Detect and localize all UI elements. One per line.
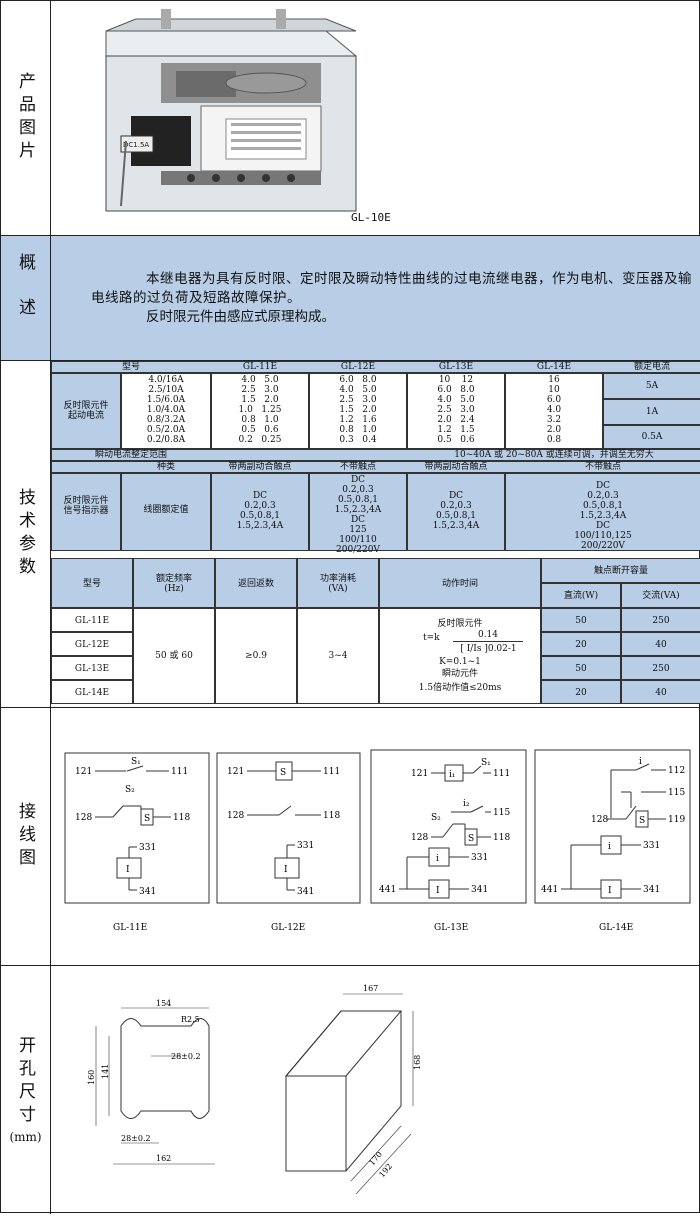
section-label-cutout: 开孔尺寸 (mm) xyxy=(1,966,51,1214)
section-label-tech: 技术参数 xyxy=(1,361,51,707)
svg-text:121: 121 xyxy=(75,767,92,777)
relay-photo: DC1.5A xyxy=(105,9,357,212)
svg-text:111: 111 xyxy=(493,769,510,779)
svg-text:331: 331 xyxy=(139,843,156,853)
svg-text:119: 119 xyxy=(668,815,685,825)
svg-text:R2.5: R2.5 xyxy=(181,1015,200,1024)
overview-paragraph-2: 反时限元件由感应式原理构成。 xyxy=(146,309,335,325)
svg-text:167: 167 xyxy=(363,984,378,993)
svg-text:115: 115 xyxy=(668,788,685,798)
svg-text:141: 141 xyxy=(101,1064,110,1079)
svg-text:i₂: i₂ xyxy=(463,799,470,809)
photo-panel: DC1.5A GL-10E xyxy=(51,1,700,235)
cutout-row: 开孔尺寸 (mm) 154 R2.5 28±0.2 160 141 xyxy=(1,966,700,1214)
wiring-diagram-gl11e: 121 111 S₁ S₂ 128 S 118 331 I 341 xyxy=(64,752,210,904)
svg-text:331: 331 xyxy=(471,853,488,863)
cutout-panel: 154 R2.5 28±0.2 160 141 28±0.2 162 xyxy=(51,966,700,1214)
svg-text:S: S xyxy=(280,768,286,778)
caption-gl11e: GL-11E xyxy=(113,923,147,933)
caption-gl14e: GL-14E xyxy=(599,923,633,933)
svg-text:I: I xyxy=(608,886,612,896)
wiring-diagram-gl13e: 121 i₁ S₁ 111 i₂ 115 S₂ 128 S 118 i xyxy=(370,749,527,904)
svg-text:170: 170 xyxy=(367,1150,384,1167)
svg-text:S: S xyxy=(144,814,150,824)
svg-text:I: I xyxy=(126,865,130,875)
svg-text:128: 128 xyxy=(591,815,608,825)
svg-text:DC1.5A: DC1.5A xyxy=(123,141,149,149)
photo-row: 产品图片 DC1.5A xyxy=(1,1,700,236)
wiring-diagrams: 121 111 S₁ S₂ 128 S 118 331 I 341 xyxy=(64,749,691,933)
svg-text:128: 128 xyxy=(227,811,244,821)
svg-text:341: 341 xyxy=(643,885,660,895)
svg-text:i: i xyxy=(608,842,611,852)
svg-text:168: 168 xyxy=(413,1055,422,1070)
svg-text:115: 115 xyxy=(493,808,510,818)
wiring-panel: 121 111 S₁ S₂ 128 S 118 331 I 341 xyxy=(51,708,700,965)
photo-caption: GL-10E xyxy=(351,211,391,224)
wiring-diagram-gl12e: 121 S 111 128 118 331 I 341 xyxy=(216,752,361,904)
svg-text:118: 118 xyxy=(493,833,510,843)
svg-text:341: 341 xyxy=(139,887,156,897)
svg-text:I: I xyxy=(284,865,288,875)
svg-text:S₂: S₂ xyxy=(125,785,135,795)
svg-text:S: S xyxy=(468,834,474,844)
svg-text:S: S xyxy=(639,816,645,826)
wiring-diagram-gl14e: i 112 115 128 S 119 i 331 441 I 34 xyxy=(534,749,691,904)
overview-panel: 本继电器为具有反时限、定时限及瞬动特性曲线的过电流继电器，作为电机、变压器及输电… xyxy=(51,236,700,360)
svg-text:112: 112 xyxy=(668,766,685,776)
svg-text:111: 111 xyxy=(171,767,188,777)
svg-text:28±0.2: 28±0.2 xyxy=(171,1052,201,1061)
svg-text:i: i xyxy=(639,757,642,767)
svg-text:162: 162 xyxy=(156,1154,171,1163)
section-label-wiring: 接线图 xyxy=(1,708,51,965)
svg-text:192: 192 xyxy=(377,1162,394,1179)
svg-text:341: 341 xyxy=(471,885,488,895)
front-view: 154 R2.5 28±0.2 160 141 28±0.2 162 xyxy=(87,999,215,1165)
svg-text:118: 118 xyxy=(173,813,190,823)
svg-text:28±0.2: 28±0.2 xyxy=(121,1134,151,1143)
tech-row: 技术参数 型号 GL-11E GL-12E GL-13E GL-14E 额定电流… xyxy=(1,361,700,708)
cutout-drawing: 154 R2.5 28±0.2 160 141 28±0.2 162 xyxy=(87,984,422,1195)
section-label-photo: 产品图片 xyxy=(1,1,51,235)
svg-text:I: I xyxy=(436,886,440,896)
section-label-overview: 概述 xyxy=(1,236,51,360)
svg-text:331: 331 xyxy=(297,841,314,851)
svg-text:118: 118 xyxy=(323,811,340,821)
svg-text:S₁: S₁ xyxy=(131,757,141,767)
caption-gl13e: GL-13E xyxy=(434,923,468,933)
iso-view: 167 168 170 192 xyxy=(284,984,422,1195)
caption-gl12e: GL-12E xyxy=(271,923,305,933)
svg-text:128: 128 xyxy=(411,833,428,843)
svg-text:121: 121 xyxy=(411,769,428,779)
svg-text:341: 341 xyxy=(297,887,314,897)
svg-text:154: 154 xyxy=(156,999,171,1008)
svg-text:121: 121 xyxy=(227,767,244,777)
svg-text:111: 111 xyxy=(323,767,340,777)
svg-text:160: 160 xyxy=(87,1070,96,1085)
overview-row: 概述 本继电器为具有反时限、定时限及瞬动特性曲线的过电流继电器，作为电机、变压器… xyxy=(1,236,700,361)
overview-paragraph-1: 本继电器为具有反时限、定时限及瞬动特性曲线的过电流继电器，作为电机、变压器及输电… xyxy=(91,271,692,306)
svg-text:S₁: S₁ xyxy=(481,758,491,768)
svg-text:128: 128 xyxy=(75,813,92,823)
svg-text:S₂: S₂ xyxy=(431,813,441,823)
svg-text:i₁: i₁ xyxy=(449,770,456,780)
svg-text:441: 441 xyxy=(541,885,558,895)
svg-text:i: i xyxy=(436,854,439,864)
tech-panel: 型号 GL-11E GL-12E GL-13E GL-14E 额定电流 反时限元… xyxy=(51,361,700,707)
svg-text:331: 331 xyxy=(643,841,660,851)
svg-text:441: 441 xyxy=(379,885,396,895)
wiring-row: 接线图 121 111 S₁ S₂ 128 S 118 331 xyxy=(1,708,700,966)
